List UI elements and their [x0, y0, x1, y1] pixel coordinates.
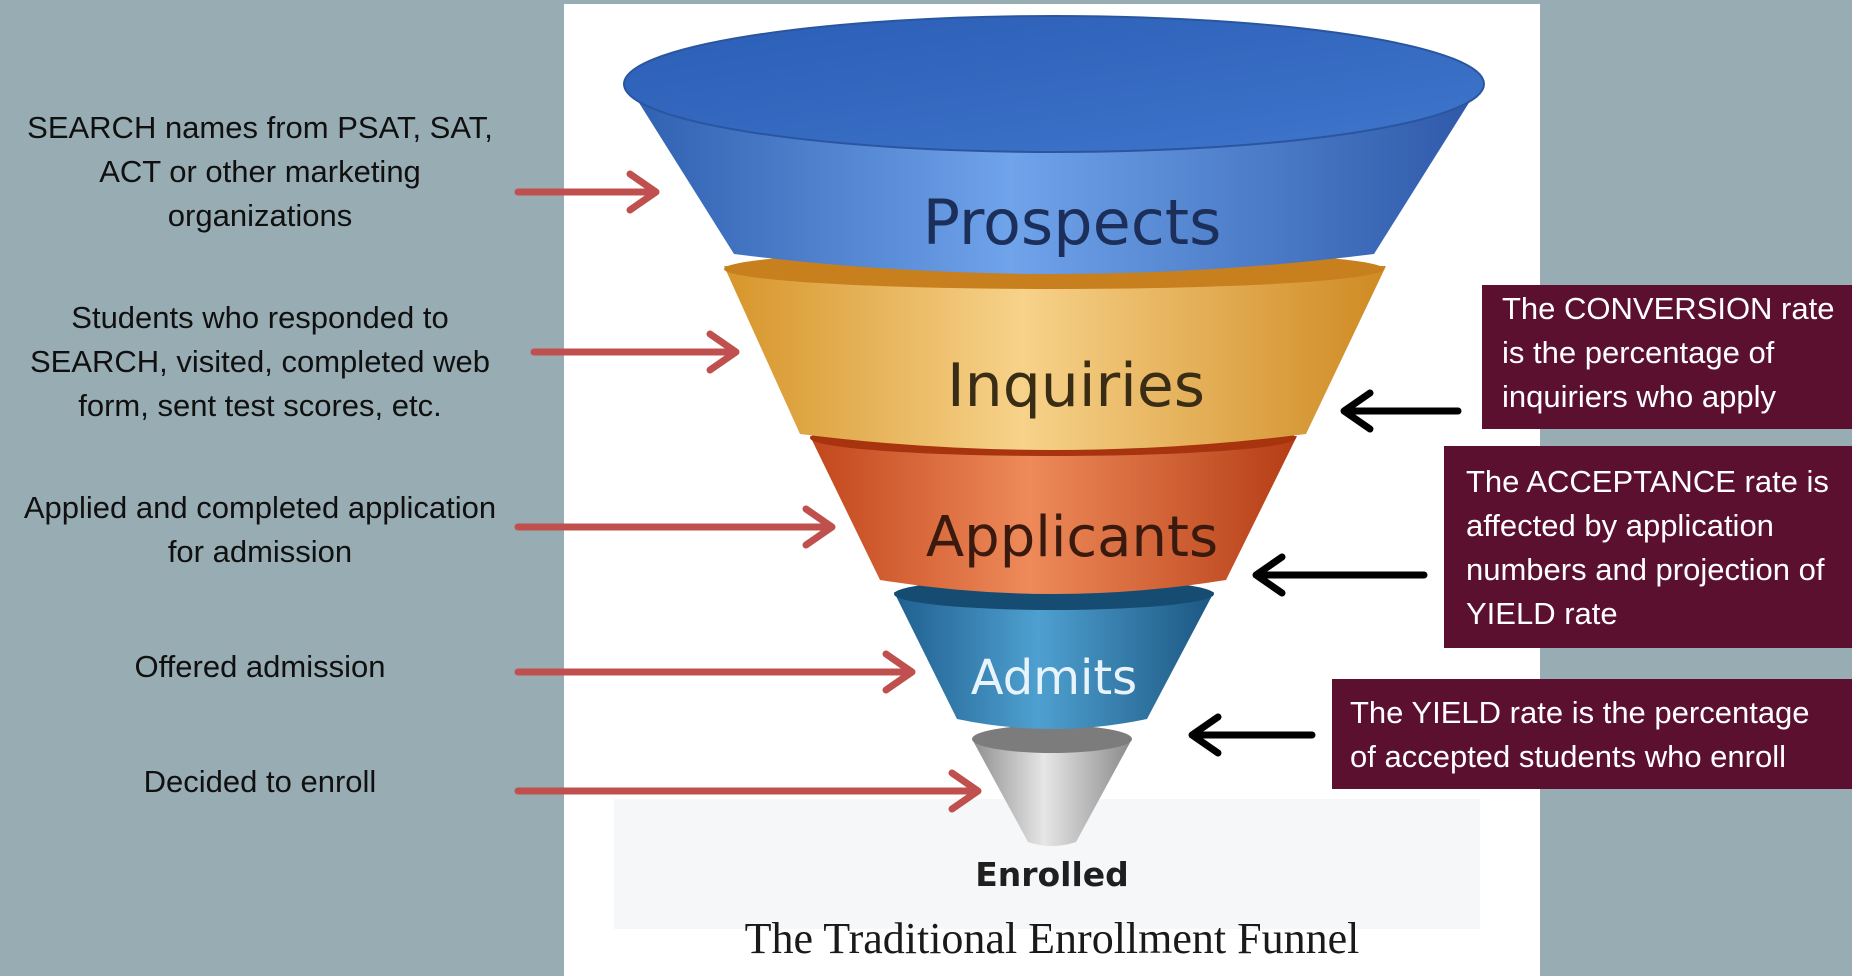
stage-label-applicants: Applicants — [926, 505, 1218, 570]
callout-yield-rate: The YIELD rate is the percentage of acce… — [1332, 679, 1852, 789]
label-applied: Applied and completed application for ad… — [23, 490, 497, 569]
funnel-stage-enrolled — [972, 725, 1132, 846]
callout-conversion-rate: The CONVERSION rate is the percentage of… — [1482, 285, 1852, 429]
callout-acceptance-rate: The ACCEPTANCE rate is affected by appli… — [1444, 446, 1852, 648]
funnel-caption: The Traditional Enrollment Funnel — [744, 914, 1360, 963]
stage-label-prospects: Prospects — [923, 186, 1222, 259]
funnel-stage-prospects — [623, 15, 1485, 274]
label-responded-students: Students who responded to SEARCH, visite… — [29, 300, 491, 423]
label-decided-enroll: Decided to enroll — [143, 764, 377, 799]
stage-label-enrolled: Enrolled — [975, 855, 1129, 894]
label-offered-admission: Offered admission — [134, 649, 386, 684]
funnel-diagram: Prospects Inquiries Applicants Admits En… — [564, 4, 1540, 976]
label-search-names: SEARCH names from PSAT, SAT, ACT or othe… — [27, 110, 493, 233]
stage-label-admits: Admits — [971, 650, 1137, 706]
stage-label-inquiries: Inquiries — [947, 351, 1205, 421]
